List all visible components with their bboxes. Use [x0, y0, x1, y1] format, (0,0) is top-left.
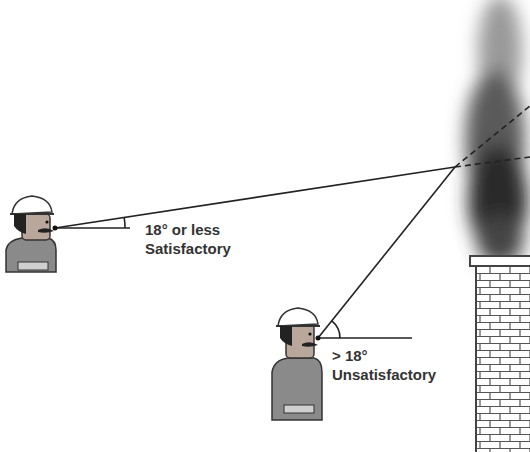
angle-label: > 18°	[332, 347, 368, 365]
angle-label: 18° or less	[145, 221, 220, 239]
sight-lines	[55, 106, 530, 338]
observer-figure	[272, 308, 322, 420]
status-label: Unsatisfactory	[332, 366, 436, 384]
observer-figure	[6, 196, 58, 272]
chimney	[470, 256, 530, 452]
status-label: Satisfactory	[145, 240, 231, 258]
